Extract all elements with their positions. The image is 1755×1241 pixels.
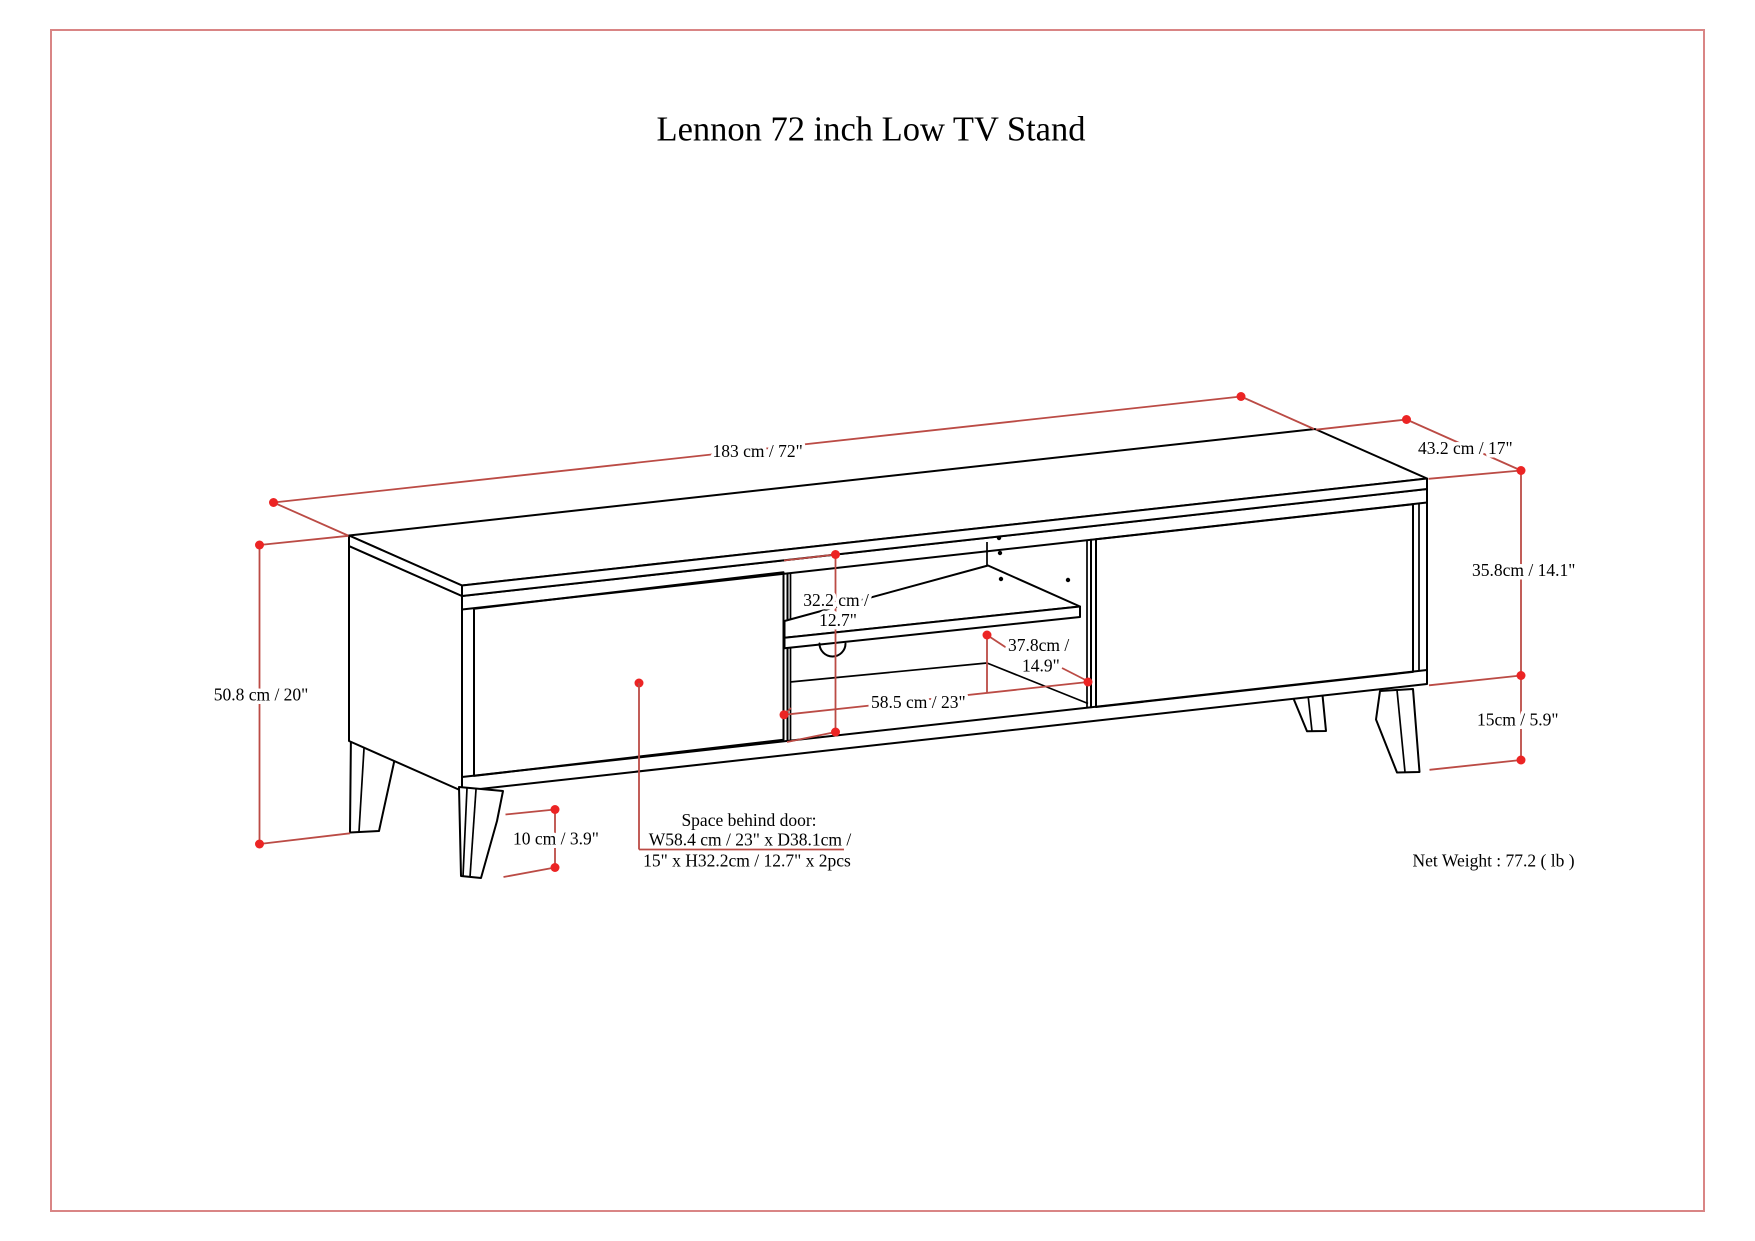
svg-text:W58.4 cm / 23" x D38.1cm /: W58.4 cm / 23" x D38.1cm / (649, 830, 852, 850)
svg-text:14.9": 14.9" (1022, 656, 1060, 676)
svg-text:35.8cm / 14.1": 35.8cm / 14.1" (1472, 560, 1575, 580)
svg-text:37.8cm /: 37.8cm / (1008, 635, 1069, 655)
svg-text:50.8 cm / 20": 50.8 cm / 20" (214, 685, 309, 705)
svg-text:12.7": 12.7" (819, 610, 857, 630)
svg-text:15" x H32.2cm / 12.7" x 2pcs: 15" x H32.2cm / 12.7" x 2pcs (643, 851, 851, 871)
svg-text:10 cm / 3.9": 10 cm / 3.9" (513, 829, 599, 849)
svg-text:43.2 cm / 17": 43.2 cm / 17" (1418, 438, 1513, 458)
svg-text:32.2 cm /: 32.2 cm / (803, 590, 869, 610)
svg-text:Net Weight : 77.2 ( lb ): Net Weight : 77.2 ( lb ) (1413, 851, 1575, 871)
svg-text:Space behind door:: Space behind door: (681, 810, 816, 830)
svg-text:15cm / 5.9": 15cm / 5.9" (1477, 710, 1559, 730)
svg-text:58.5 cm / 23": 58.5 cm / 23" (871, 692, 966, 712)
svg-text:Lennon 72 inch Low TV Stand: Lennon 72 inch Low TV Stand (657, 111, 1086, 149)
svg-text:183 cm / 72": 183 cm / 72" (713, 441, 803, 461)
